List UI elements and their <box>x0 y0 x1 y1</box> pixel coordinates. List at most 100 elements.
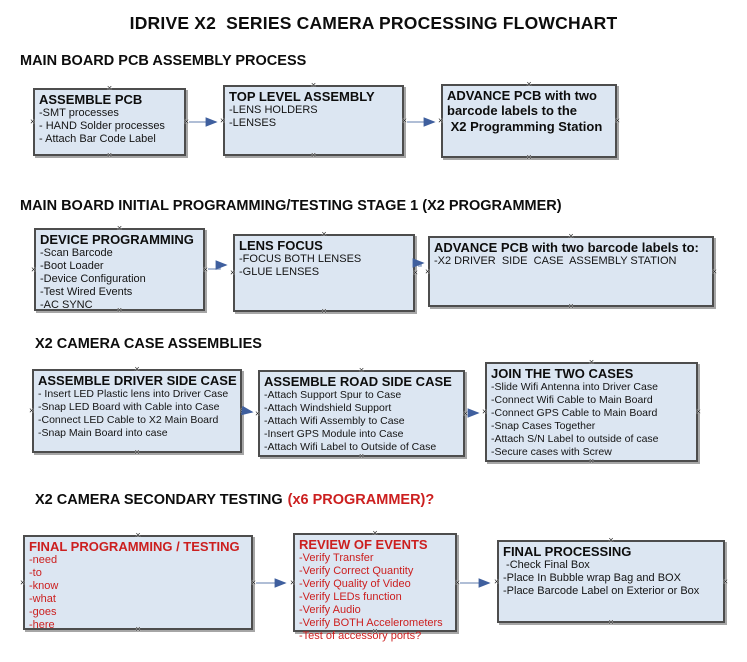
connection-point-icon: × <box>482 406 488 417</box>
box-item: -Attach Support Spur to Case <box>264 389 402 401</box>
box-item: -Attach S/N Label to outside of case <box>491 433 659 445</box>
connector-arrow <box>208 260 228 270</box>
connection-point-icon: × <box>250 577 256 587</box>
box-items: -Scan Barcode-Boot Loader-Device Configu… <box>40 247 200 312</box>
box-title: ASSEMBLE ROAD SIDE CASE <box>264 374 452 389</box>
box-item: -to <box>29 567 42 579</box>
box-item: -Attach Windshield Support <box>264 402 392 414</box>
box-items: -Check Final Box-Place In Bubble wrap Ba… <box>503 559 720 598</box>
box-items: -X2 DRIVER SIDE CASE ASSEMBLY STATION <box>434 255 709 268</box>
connection-point-icon: × <box>183 116 189 127</box>
box-title: TOP LEVEL ASSEMBLY <box>229 89 375 104</box>
connection-point-icon: × <box>290 577 296 587</box>
box-item: -Place In Bubble wrap Bag and BOX <box>503 572 681 584</box>
section-header-secondary-testing: X2 CAMERA SECONDARY TESTING(x6 PROGRAMME… <box>35 492 434 508</box>
section-header-secondary-testing-black: X2 CAMERA SECONDARY TESTING <box>35 492 283 508</box>
box-items: -need-to-know-what-goes-here <box>29 554 248 632</box>
box-item: -Verify LEDs function <box>299 591 402 603</box>
flow-box-assemble-pcb: ASSEMBLE PCB -SMT processes- HAND Solder… <box>30 84 189 160</box>
connection-point-icon: × <box>239 405 245 416</box>
connection-point-icon: × <box>134 447 140 457</box>
box-item: -Connect Wifi Cable to Main Board <box>491 394 653 406</box>
connection-point-icon: × <box>29 405 35 416</box>
flow-box-lens-focus: LENS FOCUS -FOCUS BOTH LENSES-GLUE LENSE… <box>230 230 418 316</box>
box-item: -Attach Wifi Assembly to Case <box>264 415 405 427</box>
box-item: -Verify Quality of Video <box>299 578 411 590</box>
flow-box-assemble-driver-side-case: ASSEMBLE DRIVER SIDE CASE - Insert LED P… <box>29 365 245 457</box>
box-items: -Slide Wifi Antenna into Driver Case-Con… <box>491 381 693 459</box>
box-title: ASSEMBLE DRIVER SIDE CASE <box>38 373 237 388</box>
connection-point-icon: × <box>255 408 261 418</box>
box-item: -Place Barcode Label on Exterior or Box <box>503 585 700 597</box>
box-item: -goes <box>29 606 57 618</box>
section-header-initial-programming: MAIN BOARD INITIAL PROGRAMMING/TESTING S… <box>20 198 562 214</box>
connection-point-icon: × <box>425 266 431 276</box>
box-item: -Verify BOTH Accelerometers <box>299 617 443 629</box>
connection-point-icon: × <box>526 152 532 162</box>
connection-point-icon: × <box>438 115 444 126</box>
box-item: - Attach Bar Code Label <box>39 133 156 145</box>
box-items: - Insert LED Plastic lens into Driver Ca… <box>38 388 237 440</box>
flow-box-final-processing: FINAL PROCESSING -Check Final Box-Place … <box>494 536 728 627</box>
box-item: -Verify Correct Quantity <box>299 565 414 577</box>
connection-point-icon: × <box>310 150 317 160</box>
box-item: -Boot Loader <box>40 260 104 272</box>
flow-box-assemble-road-side-case: ASSEMBLE ROAD SIDE CASE -Attach Support … <box>255 366 468 461</box>
box-item: -Snap Main Board into case <box>38 427 168 439</box>
section-header-pcb-assembly: MAIN BOARD PCB ASSEMBLY PROCESS <box>20 53 307 69</box>
box-items: -LENS HOLDERS-LENSES <box>229 104 399 130</box>
flowchart-title: IDRIVE X2 SERIES CAMERA PROCESSING FLOWC… <box>129 13 618 33</box>
box-item: -FOCUS BOTH LENSES <box>239 253 362 265</box>
box-item: -Attach Wifi Label to Outside of Case <box>264 441 437 453</box>
flow-box-top-level-assembly: TOP LEVEL ASSEMBLY -LENS HOLDERS-LENSES … <box>220 81 407 160</box>
box-item: -GLUE LENSES <box>239 266 320 278</box>
box-item: X2 Programming Station <box>447 119 603 134</box>
connection-point-icon: × <box>30 116 36 127</box>
connection-point-icon: × <box>454 577 460 587</box>
connection-point-icon: × <box>106 150 113 160</box>
flow-box-advance-pcb-driver-side-station: ADVANCE PCB with two barcode labels to: … <box>425 232 717 311</box>
box-item: -what <box>29 593 56 605</box>
box-title: JOIN THE TWO CASES <box>491 366 634 381</box>
box-item: -Device Configuration <box>40 273 146 285</box>
connection-point-icon: × <box>494 576 500 586</box>
box-item: -Connect LED Cable to X2 Main Board <box>38 414 219 426</box>
box-title: FINAL PROGRAMMING / TESTING <box>29 539 240 554</box>
box-title: LENS FOCUS <box>239 238 323 253</box>
box-item: -Scan Barcode <box>40 247 113 259</box>
box-item: -LENS HOLDERS <box>229 104 318 116</box>
connection-point-icon: × <box>220 115 226 125</box>
box-title: REVIEW OF EVENTS <box>299 537 428 552</box>
connection-point-icon: × <box>202 264 208 274</box>
flow-box-join-the-two-cases: JOIN THE TWO CASES -Slide Wifi Antenna i… <box>482 358 701 466</box>
box-item: -Slide Wifi Antenna into Driver Case <box>491 381 658 393</box>
box-item: -Secure cases with Screw <box>491 446 612 458</box>
box-item: barcode labels to the <box>447 103 578 118</box>
flow-box-final-programming-testing: FINAL PROGRAMMING / TESTING -need-to-kno… <box>20 531 256 634</box>
box-item: -X2 DRIVER SIDE CASE ASSEMBLY STATION <box>434 255 677 267</box>
box-items: -SMT processes- HAND Solder processes- A… <box>39 107 181 146</box>
box-items: -Verify Transfer-Verify Correct Quantity… <box>299 552 452 643</box>
flow-box-device-programming: DEVICE PROGRAMMING -Scan Barcode-Boot Lo… <box>31 224 208 315</box>
connection-point-icon: × <box>608 617 614 627</box>
box-item: -Snap LED Board with Cable into Case <box>38 401 220 413</box>
connection-point-icon: × <box>695 406 701 417</box>
box-item: -Verify Transfer <box>299 552 374 564</box>
connector-arrow <box>412 258 425 268</box>
connection-point-icon: × <box>462 408 468 418</box>
connection-point-icon: × <box>568 301 574 311</box>
connection-point-icon: × <box>230 267 236 278</box>
connection-point-icon: × <box>20 577 26 587</box>
connection-point-icon: × <box>401 115 407 125</box>
box-item: -LENSES <box>229 117 277 129</box>
box-title: ASSEMBLE PCB <box>39 92 143 107</box>
box-item: -Check Final Box <box>503 559 590 571</box>
box-item: -Verify Audio <box>299 604 361 616</box>
box-items: -Attach Support Spur to Case-Attach Wind… <box>264 389 460 454</box>
box-item: -SMT processes <box>39 107 119 119</box>
connector-arrow <box>241 405 254 416</box>
connection-point-icon: × <box>614 115 620 126</box>
box-title: ADVANCE PCB with two barcode labels to: <box>434 240 699 255</box>
box-title: DEVICE PROGRAMMING <box>40 232 194 247</box>
